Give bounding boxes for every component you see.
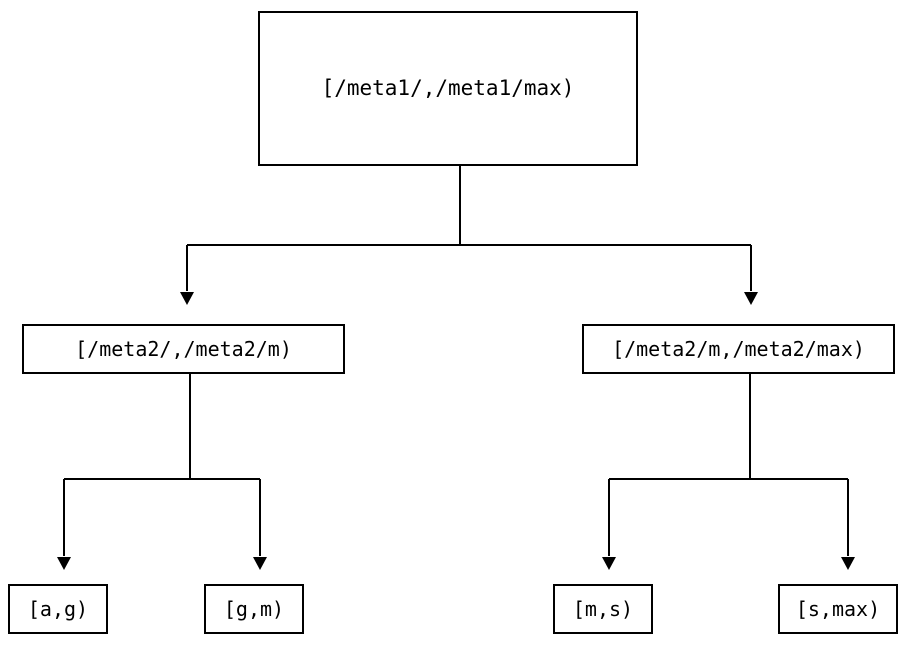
node-leaf-2-label: [m,s) [572,597,634,621]
node-leaf-3-label: [s,max) [795,597,881,621]
node-leaf-0[interactable]: [a,g) [8,584,108,634]
node-root[interactable]: [/meta1/,/meta1/max) [258,11,638,166]
arrowhead-leaf-0 [57,557,71,570]
arrowhead-mid-right [744,292,758,305]
node-mid-right-label: [/meta2/m,/meta2/max) [612,337,865,361]
node-leaf-0-label: [a,g) [27,597,89,621]
node-root-label: [/meta1/,/meta1/max) [321,76,575,100]
arrowhead-leaf-1 [253,557,267,570]
node-mid-left-label: [/meta2/,/meta2/m) [75,337,292,361]
node-leaf-3[interactable]: [s,max) [778,584,898,634]
node-leaf-1[interactable]: [g,m) [204,584,304,634]
node-leaf-1-label: [g,m) [223,597,285,621]
arrowhead-leaf-3 [841,557,855,570]
arrowhead-mid-left [180,292,194,305]
node-mid-left[interactable]: [/meta2/,/meta2/m) [22,324,345,374]
node-leaf-2[interactable]: [m,s) [553,584,653,634]
arrowhead-leaf-2 [602,557,616,570]
node-mid-right[interactable]: [/meta2/m,/meta2/max) [582,324,895,374]
